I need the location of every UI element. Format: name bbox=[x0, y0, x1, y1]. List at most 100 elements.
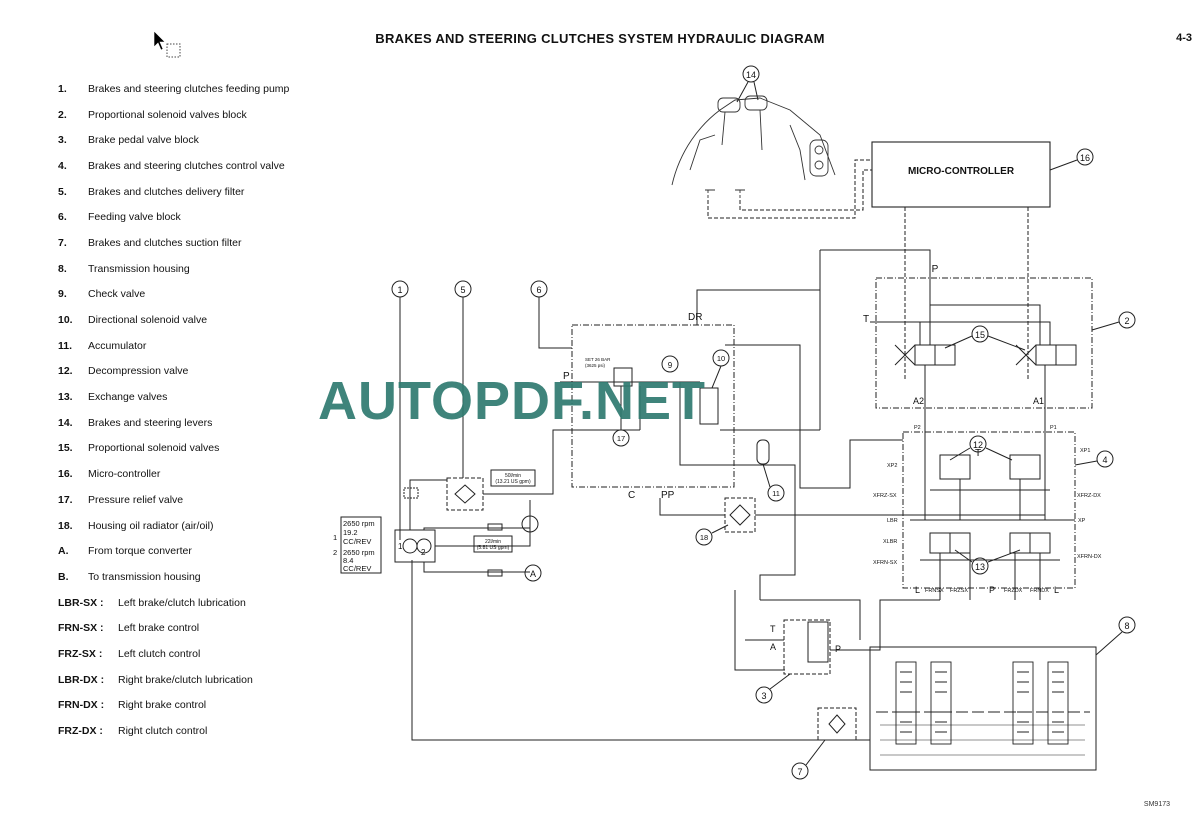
delivery-filter bbox=[446, 477, 484, 511]
port-a bbox=[524, 564, 542, 582]
abbreviation-item: FRZ-DX :Right clutch control bbox=[58, 725, 208, 738]
svg-text:XFRZ-SX: XFRZ-SX bbox=[873, 493, 897, 499]
steering-levers-sketch bbox=[671, 95, 836, 200]
svg-text:7: 7 bbox=[797, 767, 802, 777]
pressure-relief-valve bbox=[613, 367, 633, 387]
svg-text:L: L bbox=[915, 585, 920, 595]
svg-text:CC/REV: CC/REV bbox=[343, 564, 371, 573]
callout-18: 18 bbox=[695, 524, 729, 546]
legend-item: 18.Housing oil radiator (air/oil) bbox=[58, 519, 214, 532]
svg-text:P1: P1 bbox=[1050, 425, 1057, 431]
abbreviation-item: FRZ-SX :Left clutch control bbox=[58, 647, 201, 660]
svg-text:2: 2 bbox=[1124, 316, 1129, 326]
micro-controller-label: MICRO-CONTROLLER bbox=[908, 166, 1015, 177]
callout-11: 11 bbox=[762, 463, 785, 502]
svg-text:1: 1 bbox=[397, 285, 402, 295]
legend-item: 4.Brakes and steering clutches control v… bbox=[58, 159, 285, 172]
svg-text:6: 6 bbox=[536, 285, 541, 295]
callout-1: 1 bbox=[391, 280, 409, 540]
legend-item: 12.Decompression valve bbox=[58, 365, 189, 378]
signal-wires bbox=[707, 159, 1029, 380]
legend-item: 3.Brake pedal valve block bbox=[58, 134, 199, 147]
suction-filter bbox=[817, 707, 857, 741]
abbreviation-item: LBR-DX :Right brake/clutch lubrication bbox=[58, 673, 253, 686]
callout-16: 16 bbox=[1049, 148, 1094, 171]
svg-text:XFRN-SX: XFRN-SX bbox=[873, 560, 897, 566]
mouse-cursor-icon bbox=[152, 30, 182, 65]
svg-text:4: 4 bbox=[1102, 455, 1107, 465]
svg-text:XFRZ-DX: XFRZ-DX bbox=[1077, 493, 1101, 499]
svg-text:3: 3 bbox=[761, 691, 766, 701]
svg-text:1: 1 bbox=[398, 542, 403, 551]
legend-item: 15.Proportional solenoid valves bbox=[58, 442, 220, 455]
feeding-valve-block bbox=[571, 324, 735, 488]
callout-4: 4 bbox=[1074, 450, 1114, 468]
accumulator-symbol bbox=[756, 439, 770, 465]
legend-item: 1.Brakes and steering clutches feeding p… bbox=[58, 82, 290, 95]
svg-text:P: P bbox=[989, 585, 995, 595]
svg-text:CC/REV: CC/REV bbox=[343, 537, 371, 546]
legend-item: 9.Check valve bbox=[58, 288, 146, 301]
legend-item: 13.Exchange valves bbox=[58, 391, 168, 404]
callout-9: 9 bbox=[661, 355, 679, 373]
svg-text:T: T bbox=[863, 314, 869, 325]
svg-text:PP: PP bbox=[661, 490, 675, 501]
callout-7: 7 bbox=[791, 739, 826, 780]
svg-text:(5.81 US gpm): (5.81 US gpm) bbox=[477, 545, 510, 551]
callout-15: 15 bbox=[944, 325, 1026, 351]
callout-5: 5 bbox=[454, 280, 472, 478]
svg-text:12: 12 bbox=[973, 440, 983, 450]
svg-text:FRNSX: FRNSX bbox=[925, 588, 944, 594]
proportional-valve-right bbox=[1015, 344, 1077, 366]
svg-text:L: L bbox=[1054, 585, 1059, 595]
legend-item: 10.Directional solenoid valve bbox=[58, 314, 208, 327]
svg-text:P: P bbox=[835, 644, 841, 654]
svg-text:A1: A1 bbox=[1033, 396, 1044, 406]
svg-text:FRZSX: FRZSX bbox=[950, 588, 968, 594]
svg-text:8.4: 8.4 bbox=[343, 556, 353, 565]
svg-text:LBR: LBR bbox=[887, 518, 898, 524]
svg-text:DR: DR bbox=[688, 312, 702, 323]
legend: 1.Brakes and steering clutches feeding p… bbox=[58, 76, 358, 744]
directional-solenoid-valve bbox=[699, 387, 719, 425]
svg-text:XP2: XP2 bbox=[887, 463, 897, 469]
solenoid-valves-block bbox=[875, 277, 1093, 409]
svg-text:FRZDX: FRZDX bbox=[1004, 588, 1023, 594]
figure-code: SM9173 bbox=[1143, 801, 1170, 808]
legend-item: 16.Micro-controller bbox=[58, 468, 161, 481]
svg-text:5: 5 bbox=[460, 285, 465, 295]
flow-box-2 bbox=[473, 535, 513, 553]
svg-text:A2: A2 bbox=[913, 396, 924, 406]
from-torque-converter-port bbox=[521, 515, 539, 533]
abbreviation-item: LBR-SX :Left brake/clutch lubrication bbox=[58, 596, 246, 609]
watermark: AUTOPDF.NET bbox=[318, 371, 707, 431]
svg-text:T: T bbox=[975, 448, 981, 459]
legend-item: 2.Proportional solenoid valves block bbox=[58, 108, 247, 121]
svg-text:2650 rpm: 2650 rpm bbox=[343, 519, 375, 528]
callout-13: 13 bbox=[954, 549, 1021, 575]
svg-text:A: A bbox=[770, 642, 776, 652]
brake-clutch-packs bbox=[876, 661, 1090, 756]
svg-text:13: 13 bbox=[975, 562, 985, 572]
transmission-housing bbox=[869, 646, 1097, 771]
svg-text:10: 10 bbox=[717, 354, 725, 363]
svg-text:17: 17 bbox=[617, 434, 625, 443]
svg-text:18: 18 bbox=[700, 533, 708, 542]
callout-2: 2 bbox=[1091, 311, 1136, 331]
decompression-valves bbox=[924, 415, 1050, 520]
svg-text:11: 11 bbox=[772, 489, 780, 498]
abbreviation-item: FRN-SX :Left brake control bbox=[58, 622, 200, 635]
svg-text:8: 8 bbox=[1124, 621, 1129, 631]
svg-text:1: 1 bbox=[333, 533, 337, 542]
micro-controller-box bbox=[871, 141, 1051, 208]
page-title: BRAKES AND STEERING CLUTCHES SYSTEM HYDR… bbox=[375, 31, 825, 46]
svg-text:XP1: XP1 bbox=[1080, 448, 1090, 454]
pump-spec-box bbox=[340, 516, 382, 574]
legend-item: A.From torque converter bbox=[58, 545, 192, 558]
svg-text:19.2: 19.2 bbox=[343, 528, 358, 537]
svg-text:XLBR: XLBR bbox=[883, 539, 897, 545]
svg-text:50l/min: 50l/min bbox=[505, 473, 521, 479]
callout-10: 10 bbox=[711, 349, 730, 389]
svg-text:XFRN-DX: XFRN-DX bbox=[1077, 554, 1102, 560]
control-valve-block bbox=[902, 431, 1076, 589]
